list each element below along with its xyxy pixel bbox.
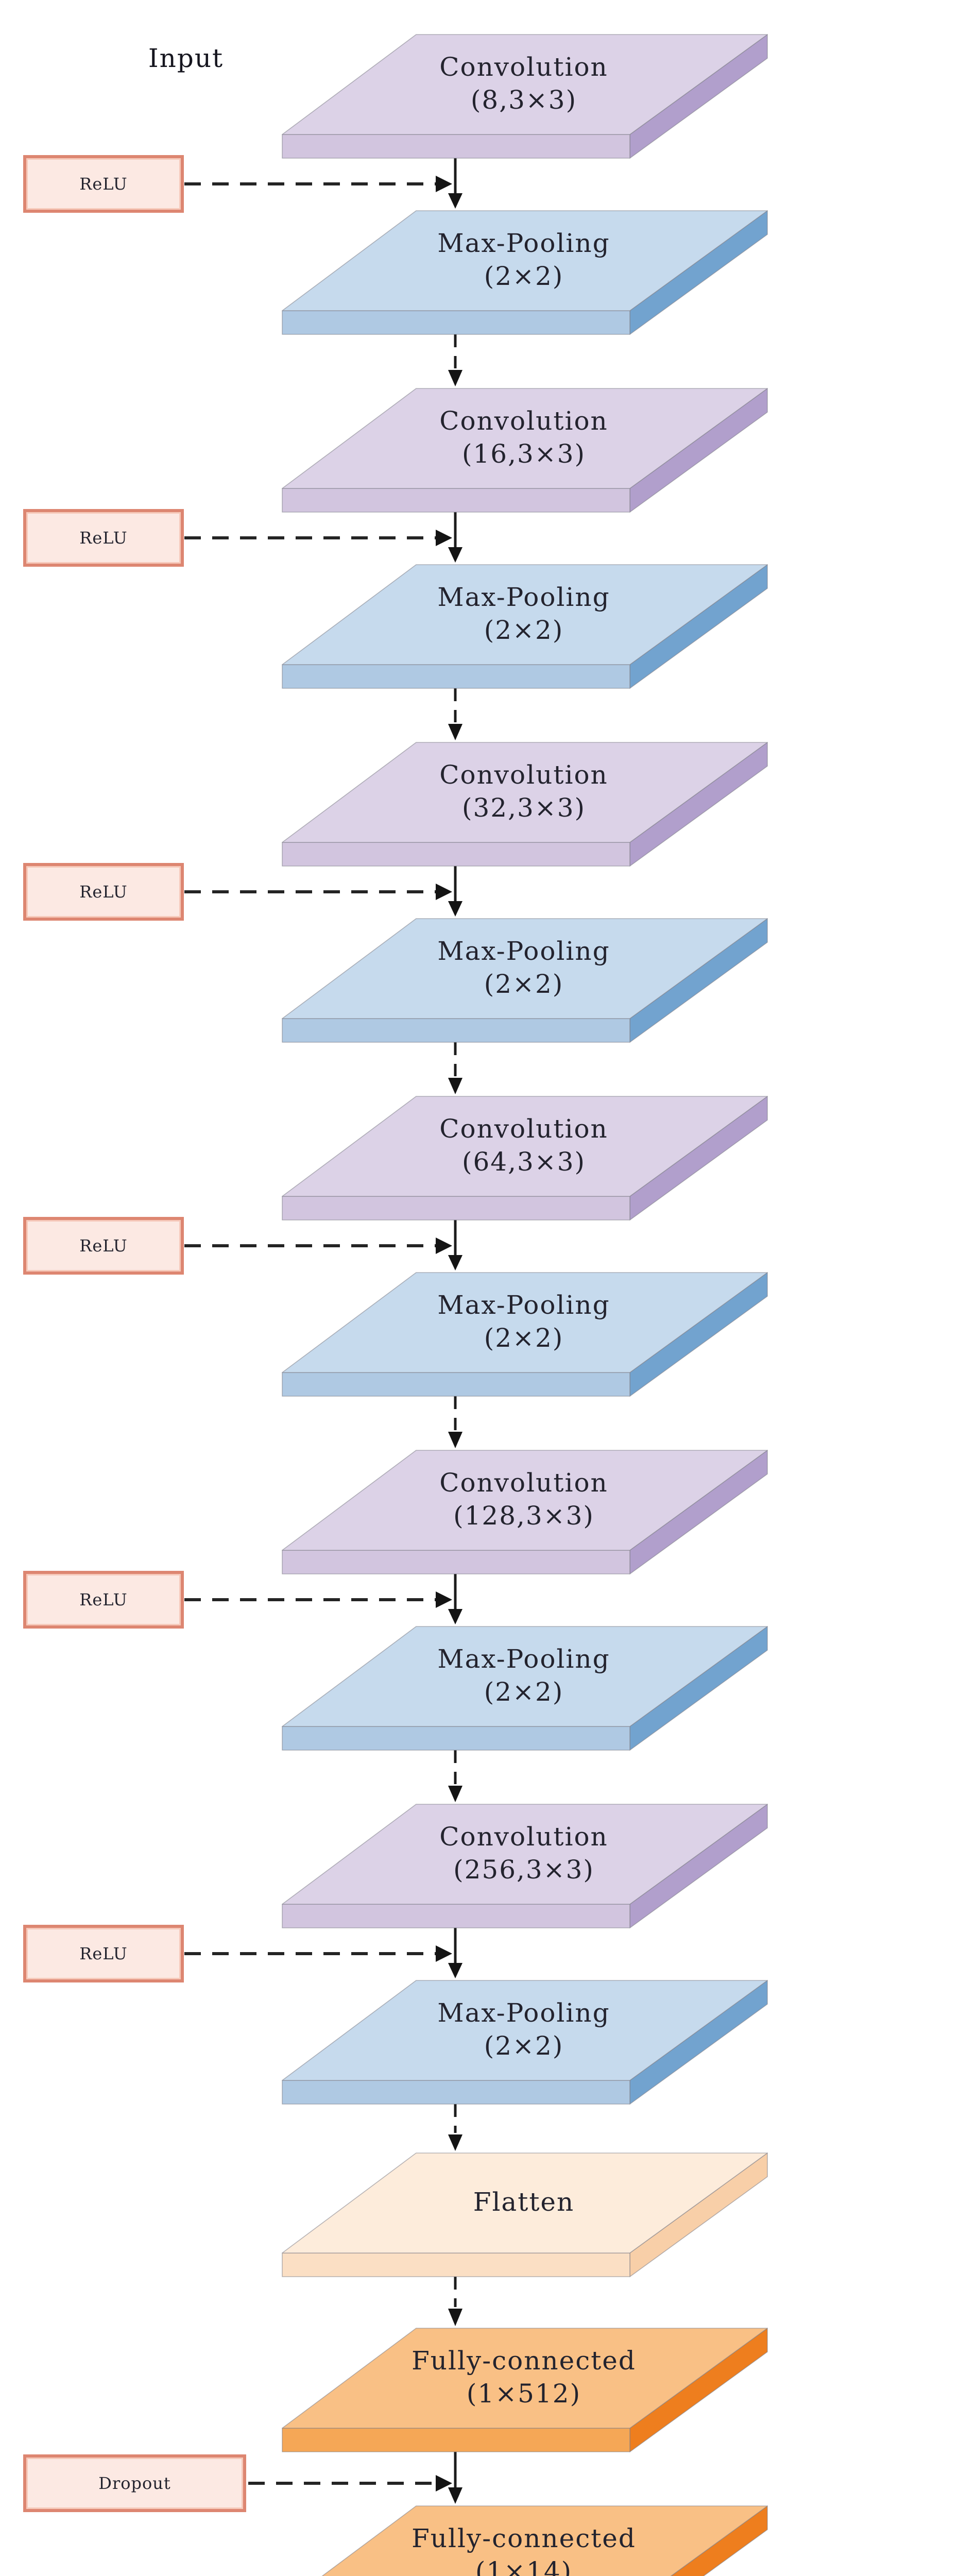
relu-box-4: ReLU — [23, 1217, 184, 1275]
layer-fully-connected-2: Fully-connected (1×14) — [280, 2504, 775, 2576]
layer-params: (2×2) — [484, 615, 564, 645]
layer-label: Convolution (128,3×3) — [359, 1448, 689, 1550]
relu-label: ReLU — [79, 1944, 128, 1963]
layer-maxpool-2: Max-Pooling (2×2) — [280, 563, 775, 691]
pool-slab — [282, 210, 768, 335]
layer-label: Max-Pooling (2×2) — [359, 1270, 689, 1372]
conv-slab — [282, 388, 768, 513]
relu-label: ReLU — [79, 528, 128, 548]
layer-label: Convolution (256,3×3) — [359, 1802, 689, 1904]
layer-label: Convolution (64,3×3) — [359, 1094, 689, 1196]
layer-title: Max-Pooling — [437, 582, 610, 612]
conv-slab — [282, 742, 768, 867]
arrow-down-conv-to-pool — [448, 158, 462, 1978]
layer-params: (2×2) — [484, 261, 564, 291]
layer-title: Max-Pooling — [437, 936, 610, 966]
layer-label: Convolution (16,3×3) — [359, 386, 689, 488]
pool-slab — [282, 1272, 768, 1397]
layer-fully-connected-1: Fully-connected (1×512) — [280, 2326, 775, 2455]
layer-title: Flatten — [473, 2187, 575, 2217]
layer-label: Max-Pooling (2×2) — [359, 1624, 689, 1726]
relu-label: ReLU — [79, 1236, 128, 1256]
layer-label: Max-Pooling (2×2) — [359, 917, 689, 1019]
layer-params: (128,3×3) — [453, 1501, 594, 1531]
layer-convolution-4: Convolution (64,3×3) — [280, 1094, 775, 1223]
pool-slab — [282, 1980, 768, 2105]
layer-convolution-3: Convolution (32,3×3) — [280, 740, 775, 869]
layer-label: Max-Pooling (2×2) — [359, 563, 689, 665]
input-label: Input — [148, 43, 224, 73]
layer-title: Fully-connected — [412, 2346, 636, 2376]
pool-slab — [282, 918, 768, 1043]
layer-params: (256,3×3) — [453, 1855, 594, 1885]
layer-maxpool-1: Max-Pooling (2×2) — [280, 209, 775, 337]
conv-slab — [282, 1450, 768, 1574]
layer-params: (2×2) — [484, 2031, 564, 2061]
layer-params: (2×2) — [484, 1323, 564, 1353]
fc-slab — [321, 2505, 768, 2576]
layer-convolution-6: Convolution (256,3×3) — [280, 1802, 775, 1931]
layer-params: (1×14) — [475, 2556, 573, 2576]
layer-params: (2×2) — [484, 969, 564, 999]
relu-label: ReLU — [79, 1590, 128, 1609]
relu-box-2: ReLU — [23, 509, 184, 567]
relu-dashed-arrows — [184, 176, 452, 1962]
layer-params: (8,3×3) — [470, 85, 577, 115]
dropout-dashed-arrow — [248, 2475, 452, 2492]
layer-maxpool-5: Max-Pooling (2×2) — [280, 1624, 775, 1753]
relu-box-6: ReLU — [23, 1925, 184, 1982]
layer-label: Flatten — [359, 2151, 689, 2253]
layer-convolution-5: Convolution (128,3×3) — [280, 1448, 775, 1577]
layer-title: Convolution — [439, 760, 608, 790]
layer-params: (16,3×3) — [461, 439, 586, 469]
layer-params: (1×512) — [466, 2379, 581, 2409]
layer-label: Max-Pooling (2×2) — [359, 1978, 689, 2080]
layer-title: Convolution — [439, 52, 608, 82]
fc-slab — [282, 2328, 768, 2452]
dropout-label: Dropout — [98, 2473, 171, 2493]
layer-label: Max-Pooling (2×2) — [359, 209, 689, 311]
layer-label: Convolution (32,3×3) — [359, 740, 689, 842]
layer-title: Max-Pooling — [437, 228, 610, 258]
layer-label: Fully-connected (1×14) — [359, 2504, 689, 2576]
layer-maxpool-6: Max-Pooling (2×2) — [280, 1978, 775, 2107]
layer-label: Fully-connected (1×512) — [359, 2326, 689, 2428]
flatten-slab — [282, 2153, 768, 2277]
relu-label: ReLU — [79, 174, 128, 194]
layer-params: (32,3×3) — [461, 793, 586, 823]
relu-box-5: ReLU — [23, 1571, 184, 1629]
layer-title: Max-Pooling — [437, 1290, 610, 1320]
layer-title: Convolution — [439, 1822, 608, 1852]
layer-maxpool-4: Max-Pooling (2×2) — [280, 1270, 775, 1399]
layer-label: Convolution (8,3×3) — [359, 32, 689, 134]
layer-convolution-2: Convolution (16,3×3) — [280, 386, 775, 515]
relu-box-1: ReLU — [23, 155, 184, 213]
layer-title: Max-Pooling — [437, 1998, 610, 2028]
relu-box-3: ReLU — [23, 863, 184, 921]
layer-maxpool-3: Max-Pooling (2×2) — [280, 917, 775, 1045]
conv-slab — [282, 1096, 768, 1221]
conv-slab — [282, 34, 768, 159]
layer-title: Max-Pooling — [437, 1644, 610, 1674]
layer-title: Fully-connected — [412, 2523, 636, 2553]
pool-slab — [282, 564, 768, 689]
layer-flatten: Flatten — [280, 2151, 775, 2280]
dropout-box: Dropout — [23, 2454, 246, 2512]
layer-title: Convolution — [439, 1468, 608, 1498]
relu-label: ReLU — [79, 882, 128, 902]
arrow-down-pool-to-next — [448, 334, 462, 2326]
layer-convolution-1: Convolution (8,3×3) — [280, 32, 775, 161]
layer-title: Convolution — [439, 406, 608, 436]
pool-slab — [282, 1626, 768, 1751]
layer-title: Convolution — [439, 1114, 608, 1144]
conv-slab — [282, 1804, 768, 1928]
layer-params: (64,3×3) — [461, 1147, 586, 1177]
layer-params: (2×2) — [484, 1677, 564, 1707]
arrow-down-fc-to-fc — [448, 2451, 462, 2504]
